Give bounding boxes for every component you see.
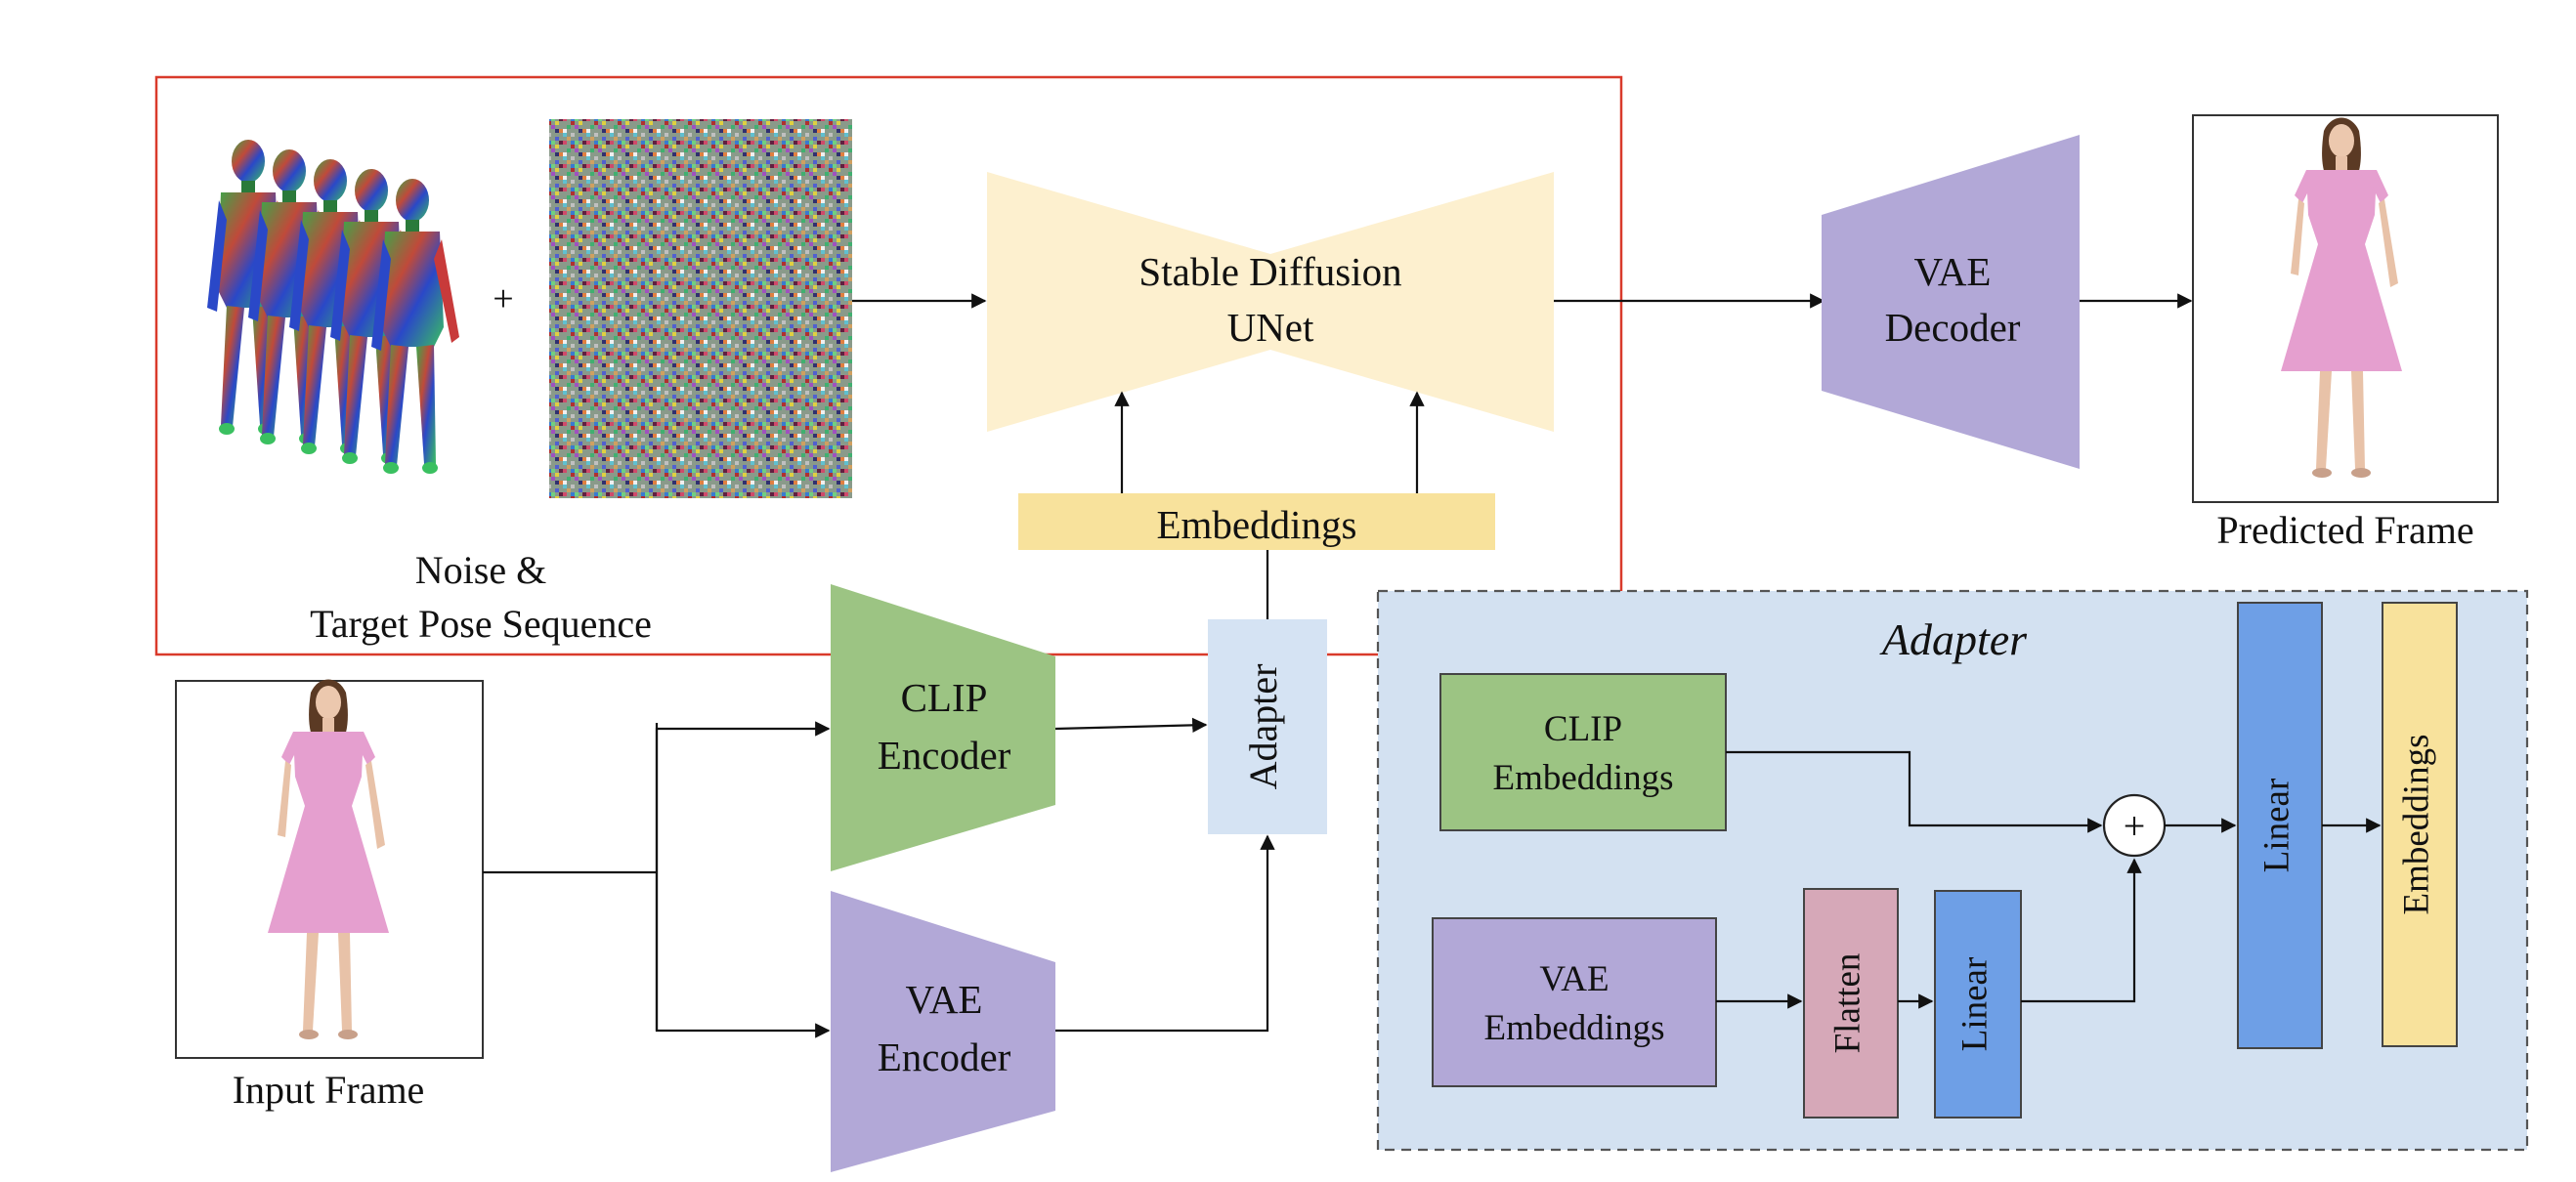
plus-sign: + — [493, 278, 513, 319]
flatten-label: Flatten — [1827, 953, 1868, 1054]
clip-embeddings-block — [1439, 673, 1727, 831]
vae-encoder-label-line1: VAE — [906, 977, 983, 1022]
linear-small-label: Linear — [1954, 957, 1995, 1052]
linear-small-block — [1934, 890, 2022, 1119]
adapter-block-label: Adapter — [1241, 664, 1285, 790]
linear-big-block — [2237, 602, 2323, 1049]
vae-decoder-label-line1: VAE — [1914, 249, 1992, 294]
adapter-block — [1208, 619, 1327, 834]
sum-symbol: + — [2124, 804, 2146, 848]
arrow-linear-to-sum — [2021, 858, 2142, 1003]
vae-encoder-label-line2: Encoder — [878, 1034, 1011, 1079]
input-frame-label: Input Frame — [233, 1068, 425, 1112]
clip-embeddings-label-line1: CLIP — [1544, 709, 1622, 749]
noise-image — [549, 119, 852, 498]
vae-embeddings-block — [1432, 917, 1717, 1087]
vae-decoder-label-line2: Decoder — [1885, 305, 2021, 350]
embeddings-out-block — [2382, 602, 2458, 1047]
arrow-clip-emb-to-sum — [1726, 750, 2103, 833]
arrow-vae-to-adapter — [1055, 834, 1275, 1033]
noise-label-line1: Noise & — [415, 548, 546, 592]
noise-label-line2: Target Pose Sequence — [310, 602, 652, 646]
predicted-frame-label: Predicted Frame — [2216, 508, 2473, 552]
clip-encoder-block — [831, 584, 1055, 871]
flatten-block — [1803, 888, 1899, 1119]
clip-encoder-label-line2: Encoder — [878, 733, 1011, 778]
unet-label-line2: UNet — [1227, 305, 1314, 350]
linear-big-label: Linear — [2256, 779, 2297, 873]
embeddings-bar — [1018, 493, 1495, 550]
unet-label-line1: Stable Diffusion — [1138, 249, 1401, 294]
embeddings-bar-label: Embeddings — [1157, 502, 1357, 547]
adapter-panel-title: Adapter — [1879, 614, 2028, 664]
arrow-input-to-vae — [655, 723, 831, 1038]
arrow-clip-to-adapter — [1054, 717, 1208, 734]
input-frame-image — [175, 679, 484, 1059]
clip-encoder-label-line1: CLIP — [901, 675, 988, 720]
vae-decoder-block — [1822, 135, 2080, 469]
predicted-frame-image — [2192, 114, 2499, 503]
vae-encoder-block — [831, 891, 1055, 1172]
pose-sequence-image — [207, 140, 459, 474]
arrow-input-to-clip — [655, 721, 831, 1031]
unet-block — [987, 172, 1554, 432]
embeddings-out-label: Embeddings — [2396, 735, 2436, 915]
vae-embeddings-label-line1: VAE — [1539, 959, 1609, 999]
clip-embeddings-label-line2: Embeddings — [1493, 758, 1674, 798]
vae-embeddings-label-line2: Embeddings — [1484, 1008, 1665, 1048]
